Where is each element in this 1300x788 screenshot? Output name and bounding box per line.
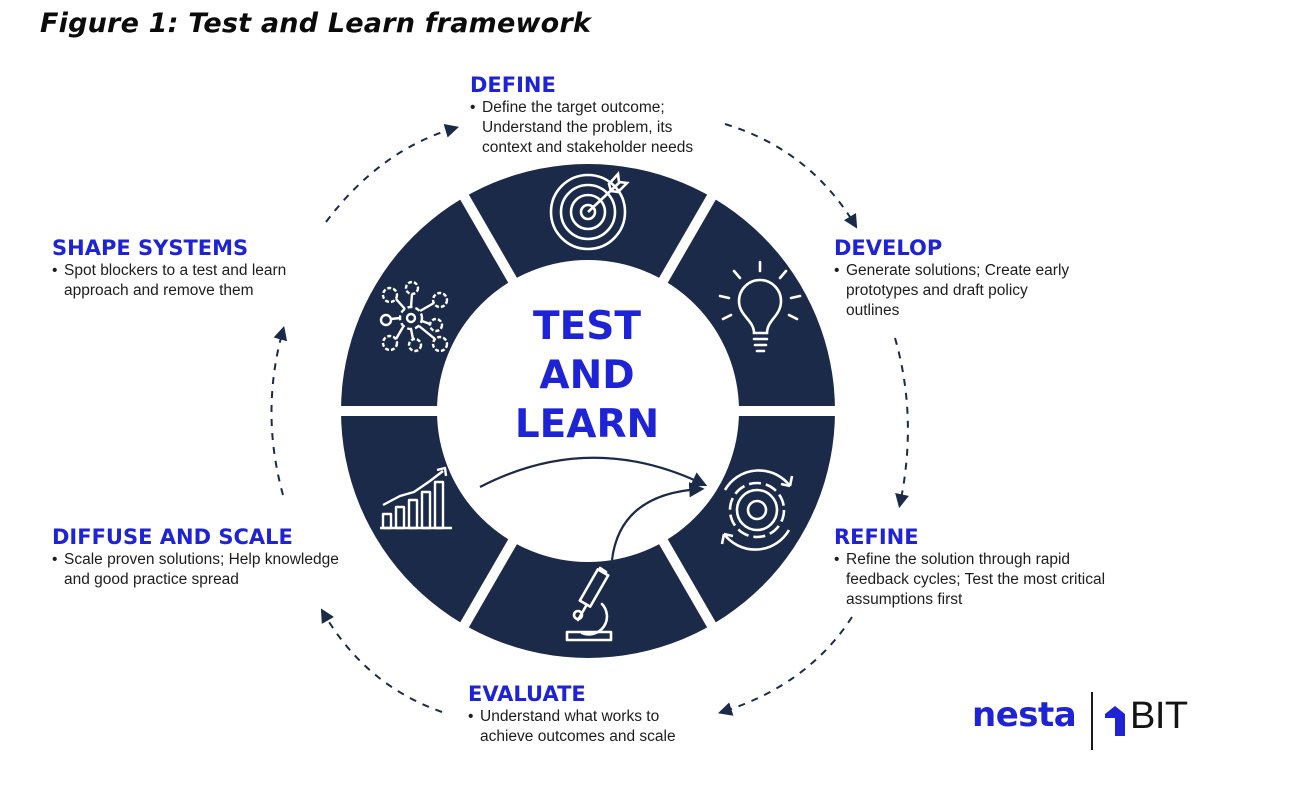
stage-define-line: context and stakeholder needs [482,139,694,156]
bullet: • [52,262,58,279]
stage-evaluate-line: Understand what works to [480,708,660,725]
center-line-and: AND [539,353,635,398]
bullet: • [468,708,474,725]
center-line-test: TEST [533,304,641,349]
stage-refine-line: feedback cycles; Test the most critical [846,571,1106,588]
stage-evaluate-line: achieve outcomes and scale [480,728,676,745]
stage-develop: DEVELOP • Generate solutions; Create ear… [834,236,1069,321]
stage-define-line: Understand the problem, its [482,119,673,136]
stage-refine: REFINE • Refine the solution through rap… [834,525,1105,610]
stage-refine-line: assumptions first [846,591,963,608]
stage-evaluate-description: • Understand what works to achieve outco… [468,707,676,747]
stage-diffuse-description: • Scale proven solutions; Help knowledge… [52,550,339,590]
stage-refine-description: • Refine the solution through rapid feed… [834,550,1105,610]
stage-shape-description: • Spot blockers to a test and learn appr… [52,261,286,301]
inner-arrows [479,456,708,561]
bullet: • [470,99,476,116]
gear-cycle-icon [720,469,794,551]
microscope-icon [565,566,613,642]
stage-shape-title: SHAPE SYSTEMS [52,236,249,260]
stage-define-title: DEFINE [470,73,556,97]
stage-develop-title: DEVELOP [834,236,943,260]
stage-shape: SHAPE SYSTEMS • Spot blockers to a test … [52,236,286,301]
bullet: • [52,551,58,568]
stage-develop-line: outlines [846,302,900,319]
stage-shape-line: approach and remove them [64,282,254,299]
stage-diffuse-title: DIFFUSE AND SCALE [52,525,293,549]
logo-divider [1091,692,1093,750]
bullet: • [834,262,840,279]
center-label: TEST AND LEARN [487,302,687,449]
cycle-arrows [270,123,909,716]
stage-define: DEFINE • Define the target outcome; Unde… [470,73,693,158]
lightbulb-icon [718,260,802,353]
stage-define-line: Define the target outcome; [482,99,665,116]
figure-title: Figure 1: Test and Learn framework [40,8,592,39]
gear-network-icon [379,280,449,353]
stage-diffuse-line: and good practice spread [64,571,239,588]
bullet: • [834,551,840,568]
stage-evaluate: EVALUATE • Understand what works to achi… [468,682,676,747]
stage-shape-line: Spot blockers to a test and learn [64,262,287,279]
bit-logo: BIT [1130,695,1188,737]
stage-refine-title: REFINE [834,525,919,549]
stage-evaluate-title: EVALUATE [468,682,586,706]
nesta-logo: nesta [972,695,1077,735]
stage-develop-description: • Generate solutions; Create early proto… [834,261,1069,321]
stage-develop-line: Generate solutions; Create early [846,262,1070,279]
target-icon [549,171,630,251]
stage-refine-line: Refine the solution through rapid [846,551,1071,568]
stage-define-description: • Define the target outcome; Understand … [470,98,693,158]
cycle-ring [336,164,840,658]
stage-diffuse-line: Scale proven solutions; Help knowledge [64,551,339,568]
stage-develop-line: prototypes and draft policy [846,282,1028,299]
stage-diffuse: DIFFUSE AND SCALE • Scale proven solutio… [52,525,339,590]
center-line-learn: LEARN [514,402,660,447]
bit-arrow-icon [1105,706,1125,736]
growth-bars-icon [380,466,452,530]
